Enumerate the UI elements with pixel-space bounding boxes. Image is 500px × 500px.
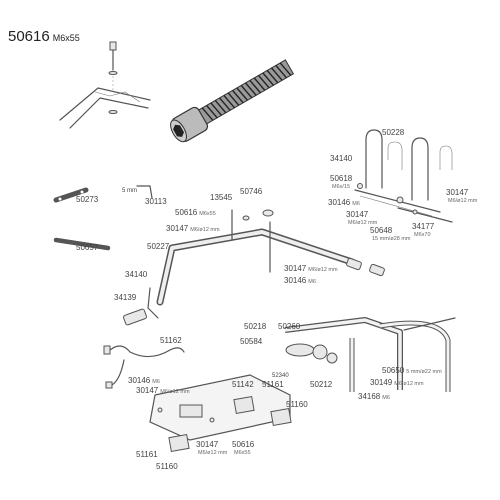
label-50746: 50746 [240, 187, 263, 196]
label-34139: 34139 [114, 293, 137, 302]
label-51161-left: 51161 [136, 450, 158, 459]
detail-bolt-mount [59, 41, 151, 129]
hero-part-number: 50616 [8, 28, 50, 45]
label-50273: 50273 [76, 195, 99, 204]
label-13545: 13545 [210, 193, 233, 202]
large-bolt-illustration [170, 59, 295, 143]
label-50260: 50260 [278, 322, 301, 331]
label-51142: 51142 [232, 380, 254, 389]
hero-part-size: M6x55 [52, 33, 80, 43]
label-51162: 51162 [160, 336, 182, 345]
light-board [149, 374, 292, 453]
main-crossbar [123, 209, 385, 326]
label-51161-right: 51161 [262, 380, 284, 389]
bracket-assembly [354, 129, 453, 223]
label-34140-top: 34140 [330, 154, 353, 163]
label-51160-left: 51160 [156, 462, 178, 471]
label-50657: 50657 [76, 243, 99, 252]
label-30113: 30113 [145, 197, 167, 206]
rear-frame [284, 317, 456, 392]
label-51160-right: 51160 [286, 400, 308, 409]
label-50584: 50584 [240, 337, 263, 346]
label-5mm: 5 mm [122, 188, 137, 194]
label-50228: 50228 [382, 128, 405, 137]
label-50227: 50227 [147, 242, 170, 251]
label-34140-left: 34140 [125, 270, 148, 279]
wiring-harness [103, 345, 185, 389]
small-parts-left [53, 185, 153, 251]
label-50212: 50212 [310, 380, 333, 389]
label-50218: 50218 [244, 322, 267, 331]
label-52340: 52340 [272, 373, 289, 379]
